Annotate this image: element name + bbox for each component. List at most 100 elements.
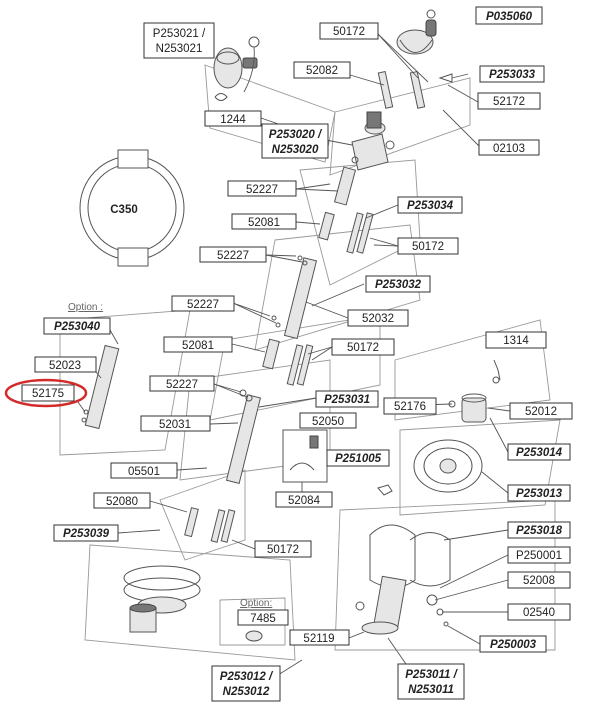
label-52175[interactable]: 52175 [4,378,88,408]
label-P253011-N253011[interactable]: P253011 / N253011 [397,663,465,700]
label-02540[interactable]: 02540 [507,603,571,621]
label-boxes: P253021 / N253021 1244 50172 P035060 520… [4,6,573,702]
svg-text:52119: 52119 [303,633,334,645]
svg-text:Option :: Option : [68,302,103,313]
label-52081-a[interactable]: 52081 [231,213,297,230]
svg-text:P253021 /: P253021 / [153,28,206,40]
svg-text:52050: 52050 [312,416,344,428]
svg-text:7485: 7485 [250,613,276,625]
label-50172-d[interactable]: 50172 [254,540,312,558]
label-52008[interactable]: 52008 [507,571,571,589]
label-P253032[interactable]: P253032 [365,275,431,293]
svg-text:1314: 1314 [503,335,529,347]
svg-text:50172: 50172 [347,342,379,354]
screw-1314 [492,359,501,384]
label-52050[interactable]: 52050 [299,412,357,429]
label-05501[interactable]: 05501 [110,462,178,479]
label-P253013[interactable]: P253013 [507,484,571,502]
label-P253033[interactable]: P253033 [479,65,545,83]
label-50172-b[interactable]: 50172 [397,237,459,255]
label-7485[interactable]: 7485 [237,609,289,626]
svg-text:P250001: P250001 [516,550,562,562]
svg-text:52176: 52176 [394,401,426,413]
label-52031[interactable]: 52031 [140,415,211,432]
label-52176[interactable]: 52176 [383,397,437,415]
svg-text:N253012: N253012 [223,686,270,698]
svg-text:P251005: P251005 [335,453,382,465]
label-52023[interactable]: 52023 [34,356,97,373]
highlight-ring [4,378,88,408]
label-1314[interactable]: 1314 [485,331,547,349]
spool-part [377,439,483,496]
c350-profile [79,149,185,267]
svg-text:52023: 52023 [49,360,81,372]
label-52227-d[interactable]: 52227 [149,375,215,392]
collar-clip-part [213,36,260,101]
leader-lines [77,33,511,676]
svg-text:P253033: P253033 [489,69,536,81]
svg-text:50172: 50172 [412,241,444,253]
svg-text:Option:: Option: [240,598,272,609]
svg-text:52081: 52081 [182,340,214,352]
label-52227-c[interactable]: 52227 [171,295,235,312]
svg-text:P253013: P253013 [516,488,563,500]
label-52084[interactable]: 52084 [275,491,333,508]
rods-52082 [377,70,453,109]
svg-text:52227: 52227 [217,250,249,262]
svg-text:P253020 /: P253020 / [269,129,323,141]
label-02103[interactable]: 02103 [478,139,540,156]
svg-text:P253018: P253018 [516,525,563,537]
cage-bracket-part [355,524,451,635]
label-1244[interactable]: 1244 [204,110,262,127]
label-P251005[interactable]: P251005 [326,449,390,467]
knob-part [396,9,437,55]
label-52081-b[interactable]: 52081 [163,336,233,353]
svg-text:02540: 02540 [523,607,555,619]
label-option-bottom: Option: [240,598,272,609]
label-P253034[interactable]: P253034 [397,196,463,214]
svg-text:P253014: P253014 [516,447,563,459]
label-P253021-N253021[interactable]: P253021 / N253021 [143,22,215,59]
clip-part [282,429,328,483]
label-52032[interactable]: 52032 [347,309,409,327]
svg-text:C350: C350 [110,204,138,216]
svg-text:N253021: N253021 [156,43,203,55]
label-52172[interactable]: 52172 [477,92,541,110]
svg-text:50172: 50172 [333,26,365,38]
label-P253020-N253020[interactable]: P253020 / N253020 [261,123,329,159]
svg-text:02103: 02103 [493,143,525,155]
svg-text:52082: 52082 [306,65,338,77]
svg-text:P035060: P035060 [486,11,533,23]
svg-text:52227: 52227 [166,379,198,391]
svg-text:P253034: P253034 [407,200,454,212]
svg-text:52031: 52031 [159,419,191,431]
svg-text:52032: 52032 [362,313,394,325]
label-P253039[interactable]: P253039 [53,524,119,542]
svg-text:50172: 50172 [267,544,299,556]
label-P253018[interactable]: P253018 [507,521,571,539]
label-P253040[interactable]: P253040 [43,317,111,335]
label-P250001[interactable]: P250001 [507,546,571,564]
svg-text:P253039: P253039 [63,528,110,540]
label-P250003[interactable]: P250003 [479,635,547,653]
label-52227-a[interactable]: 52227 [227,180,297,197]
sleeve-part [448,393,487,423]
label-52080[interactable]: 52080 [93,492,151,509]
label-52012[interactable]: 52012 [509,402,573,420]
label-50172-top[interactable]: 50172 [319,22,379,40]
svg-text:52227: 52227 [187,299,219,311]
svg-text:1244: 1244 [220,114,246,126]
svg-text:52227: 52227 [246,184,278,196]
label-P253014[interactable]: P253014 [507,443,571,461]
small-part-7485 [245,630,263,642]
svg-text:P253012 /: P253012 / [220,671,274,683]
label-52082[interactable]: 52082 [293,61,351,79]
label-52119[interactable]: 52119 [289,629,350,646]
label-P253031[interactable]: P253031 [315,390,379,408]
label-52227-b[interactable]: 52227 [199,246,267,263]
label-P253012-N253012[interactable]: P253012 / N253012 [211,665,281,702]
part-sketches [79,9,501,642]
label-P035060[interactable]: P035060 [475,6,543,25]
label-50172-c[interactable]: 50172 [331,338,395,356]
